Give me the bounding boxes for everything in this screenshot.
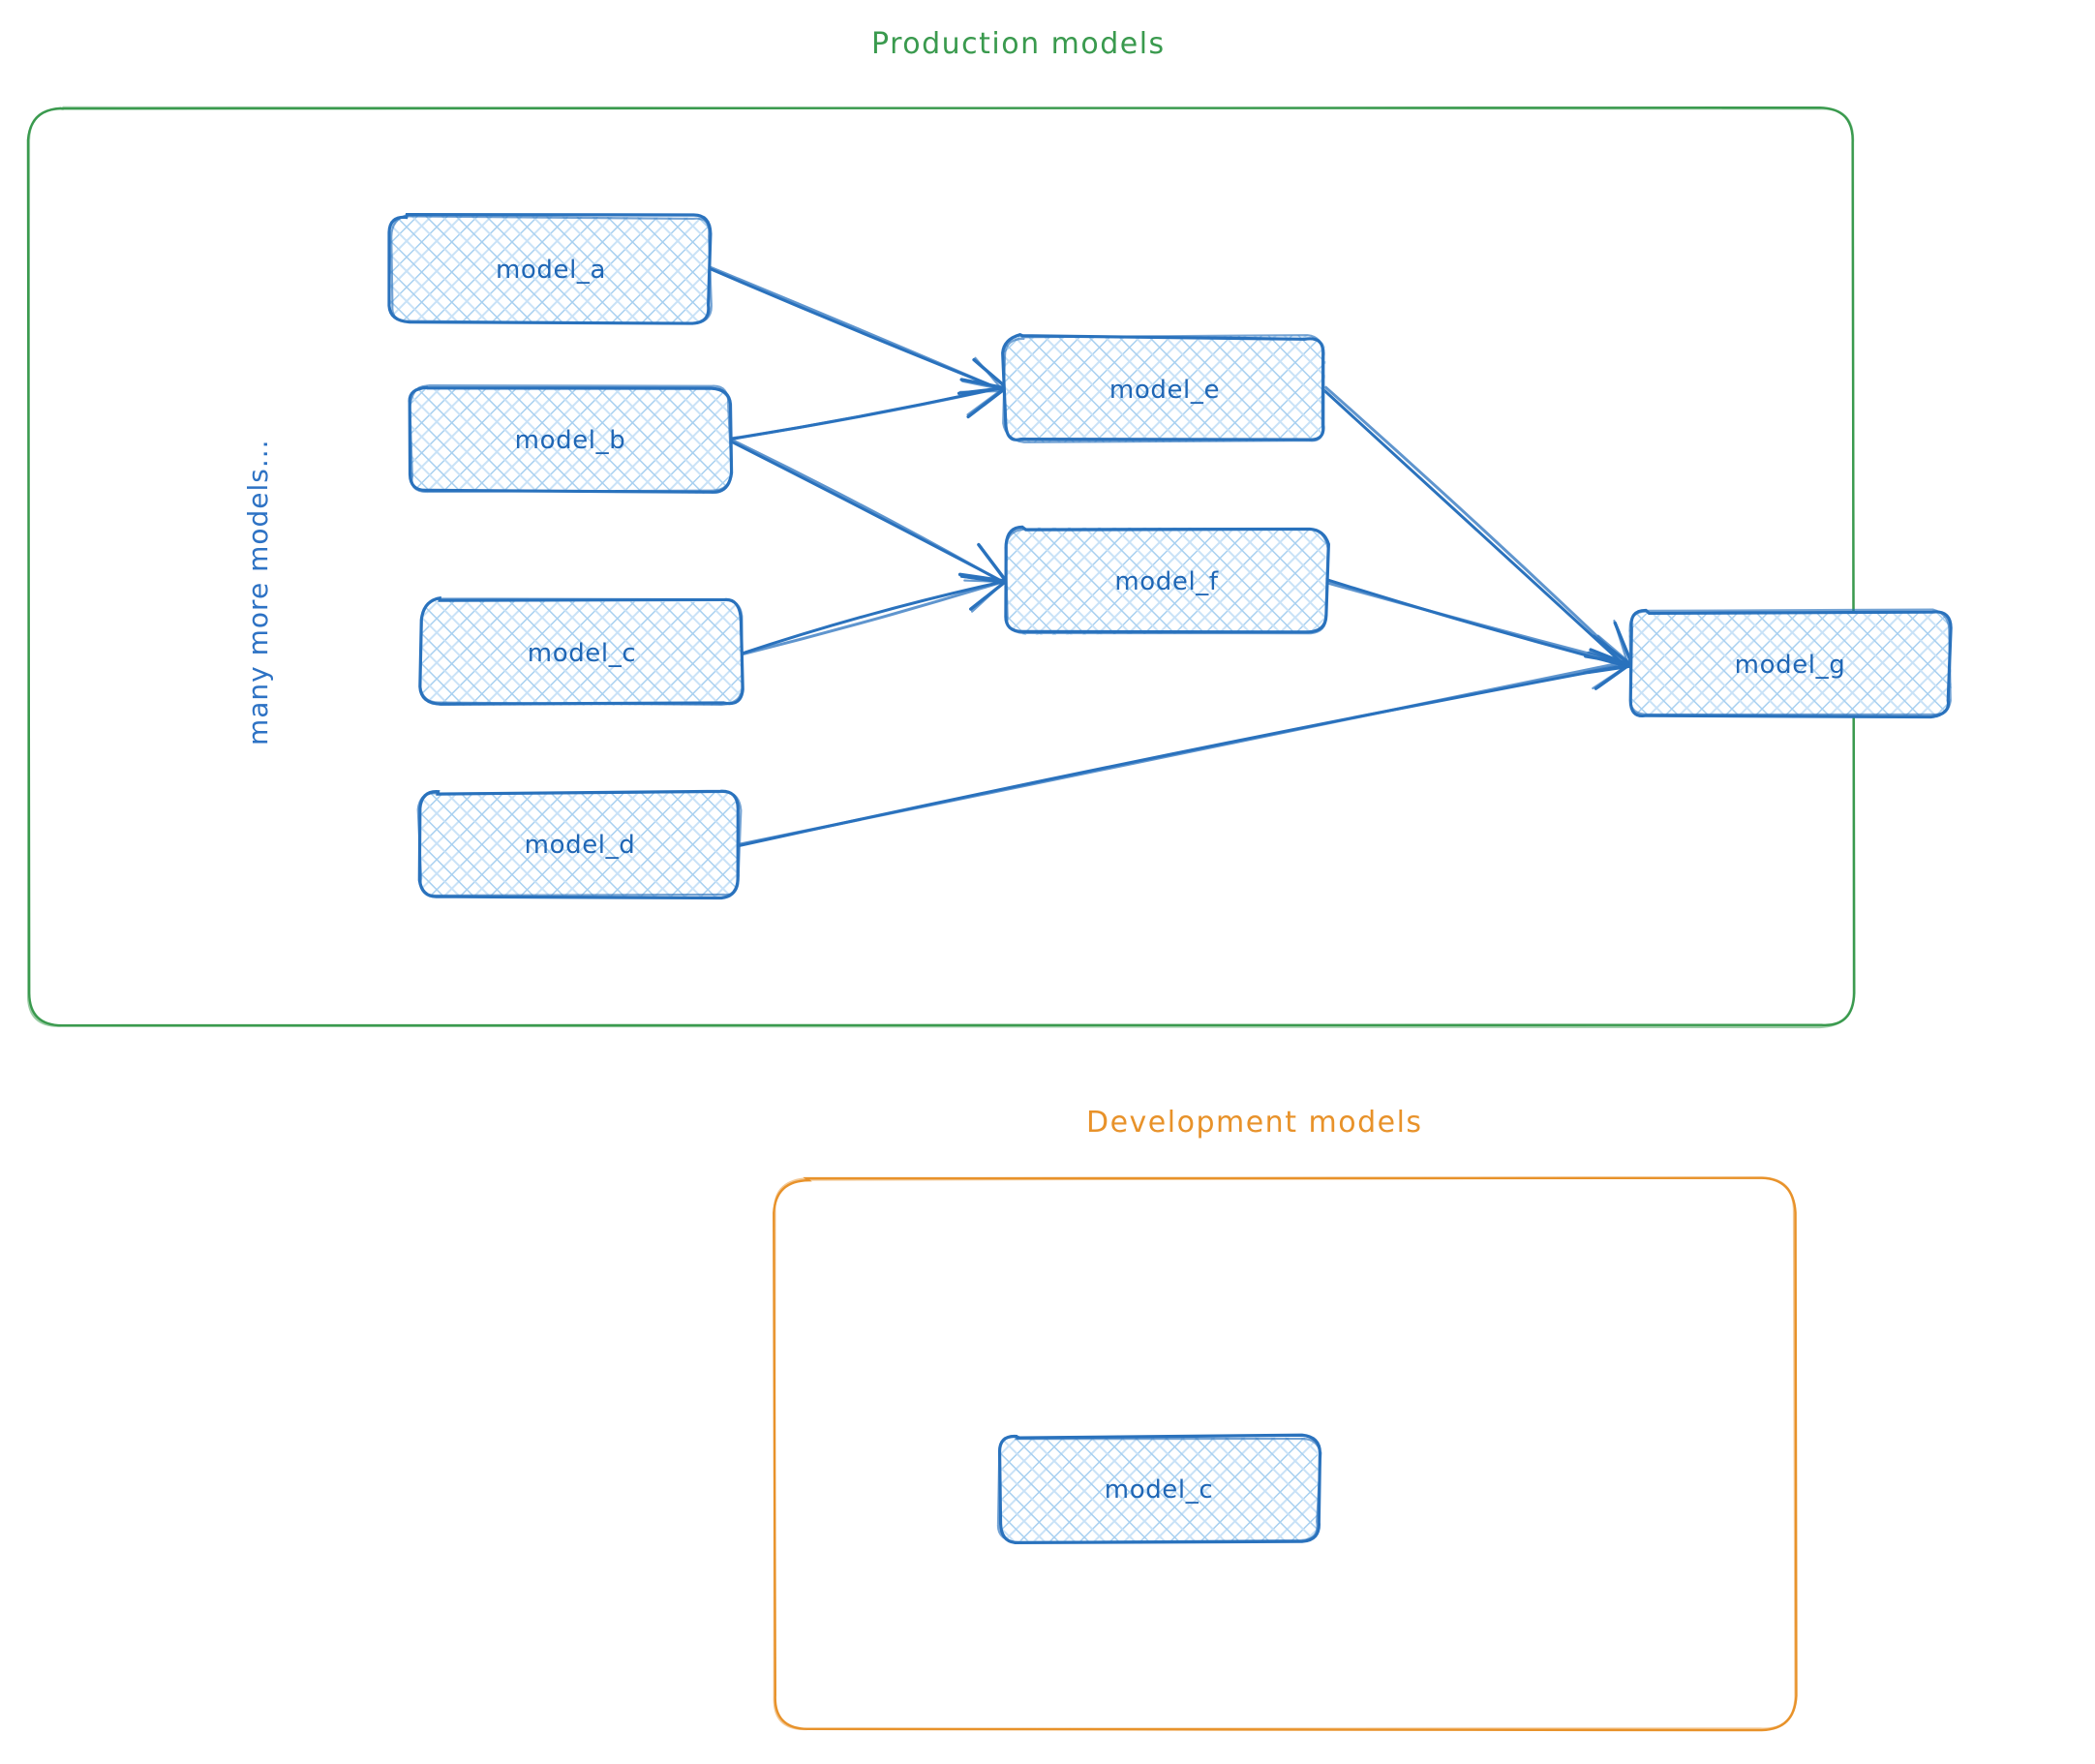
edge-model_b-to-model_f	[726, 438, 1008, 585]
node-model_b[interactable]: model_b	[408, 384, 734, 494]
node-border	[1002, 334, 1324, 443]
node-model_e[interactable]: model_e	[1001, 333, 1326, 443]
node-fill	[1628, 612, 1952, 718]
node-fill	[421, 600, 744, 706]
node-label-model_a: model_a	[496, 256, 606, 285]
edges-layer	[709, 266, 1634, 847]
edge-model_a-to-model_e	[709, 266, 1009, 395]
many-more-models-note: many more models...	[242, 439, 274, 745]
node-fill	[409, 386, 732, 494]
node-fill	[1004, 335, 1326, 443]
group-containers	[26, 106, 1856, 1732]
edge-model_b-to-model_e	[727, 378, 1009, 441]
node-model_d[interactable]: model_d	[416, 789, 743, 900]
node-fill	[998, 1437, 1320, 1543]
node-border	[409, 384, 733, 494]
node-label-model_d: model_d	[525, 831, 636, 860]
node-dev_model_c[interactable]: model_c	[996, 1433, 1322, 1544]
node-border	[390, 213, 713, 325]
node-border	[996, 1435, 1322, 1544]
node-border	[416, 790, 743, 897]
group-container-development	[773, 1176, 1798, 1732]
node-model_c[interactable]: model_c	[418, 595, 744, 707]
node-label-dev_model_c: model_c	[1105, 1475, 1213, 1505]
node-label-model_g: model_g	[1735, 651, 1846, 680]
node-fill	[418, 792, 741, 898]
node-label-model_b: model_b	[515, 426, 626, 455]
nodes-layer: model_a model_b model_c model_d model_emodel…	[387, 213, 1953, 1544]
node-border	[1004, 527, 1329, 635]
node-label-model_e: model_e	[1109, 376, 1220, 405]
node-fill	[389, 215, 711, 323]
node-label-model_f: model_f	[1114, 567, 1219, 596]
node-border	[1628, 608, 1952, 716]
group-container-production	[26, 106, 1856, 1029]
group-title-production: Production models	[871, 27, 1166, 61]
group-title-development: Development models	[1086, 1106, 1423, 1140]
node-border	[418, 596, 744, 707]
edge-model_d-to-model_g	[737, 651, 1634, 847]
edge-model_c-to-model_f	[739, 572, 1011, 656]
node-model_f[interactable]: model_f	[1004, 525, 1330, 635]
node-fill	[1006, 527, 1326, 635]
node-label-model_c: model_c	[528, 639, 636, 668]
node-model_a[interactable]: model_a	[387, 213, 713, 325]
node-model_g[interactable]: model_g	[1628, 608, 1953, 719]
